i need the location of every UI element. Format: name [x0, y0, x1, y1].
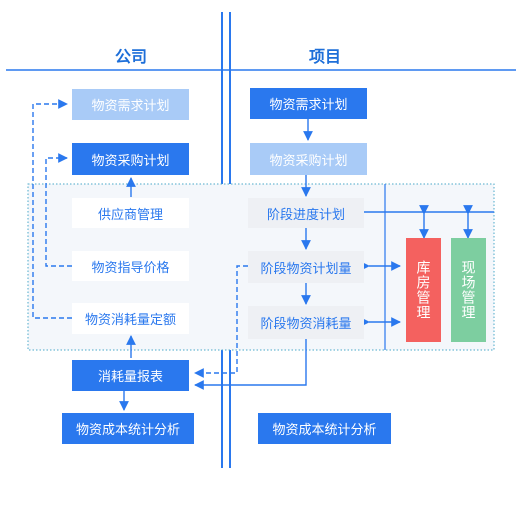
company-purchase-plan: 物资采购计划 [72, 143, 189, 175]
header-company: 公司 [115, 49, 148, 66]
project-stage-plan-quantity: 阶段物资计划量 [248, 251, 364, 283]
company-supplier-management: 供应商管理 [72, 198, 189, 228]
project-demand-plan: 物资需求计划 [250, 88, 367, 119]
company-consumption-quota: 物资消耗量定额 [72, 303, 189, 334]
project-cost-analysis: 物资成本统计分析 [258, 413, 391, 444]
company-guide-price: 物资指导价格 [72, 251, 189, 281]
project-progress-plan: 阶段进度计划 [248, 198, 364, 228]
project-stage-consumption: 阶段物资消耗量 [248, 306, 364, 339]
company-cost-analysis: 物资成本统计分析 [62, 413, 194, 444]
project-purchase-plan: 物资采购计划 [250, 143, 367, 175]
company-consumption-report: 消耗量报表 [72, 360, 189, 391]
warehouse-management: 库房管理 [406, 238, 441, 342]
site-management: 现场管理 [451, 238, 486, 342]
company-demand-plan: 物资需求计划 [72, 89, 189, 120]
header-project: 项目 [309, 49, 342, 66]
